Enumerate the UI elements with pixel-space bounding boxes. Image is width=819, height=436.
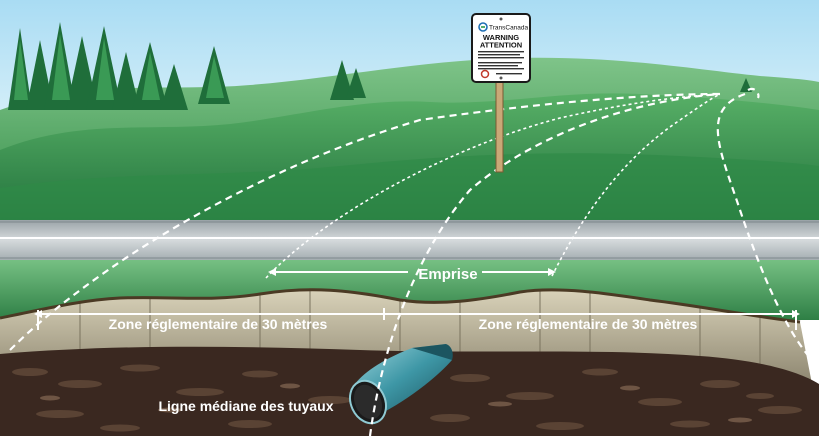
zone-label-left: Zone réglementaire de 30 mètres xyxy=(109,316,328,332)
soil-specks xyxy=(40,383,752,423)
emprise-boundary-lines xyxy=(265,93,721,279)
sign-brand: TransCanada xyxy=(489,25,529,32)
sign-warning: WARNING xyxy=(483,33,519,42)
sign-attention: ATTENTION xyxy=(480,41,522,50)
road xyxy=(0,220,819,260)
zone-dimension: Zone réglementaire de 30 mètres Zone rég… xyxy=(34,308,800,332)
sign-post xyxy=(495,79,504,173)
tree-highlights xyxy=(14,34,224,100)
trench-facets xyxy=(79,288,761,372)
trench-top-edge xyxy=(0,288,801,324)
emprise-dimension: Emprise xyxy=(268,266,556,283)
emprise-label: Emprise xyxy=(418,266,477,283)
zone-label-right: Zone réglementaire de 30 mètres xyxy=(479,316,698,332)
pipe-centerline-label: Ligne médiane des tuyaux xyxy=(158,398,333,414)
sign-fine-print xyxy=(478,51,524,75)
soil-texture xyxy=(12,364,802,432)
warning-sign: TransCanada WARNING ATTENTION xyxy=(471,13,531,173)
zone-dashed-lines xyxy=(9,87,813,436)
sign-emblem-icon xyxy=(480,69,490,79)
transcanada-logo-icon xyxy=(478,22,488,32)
